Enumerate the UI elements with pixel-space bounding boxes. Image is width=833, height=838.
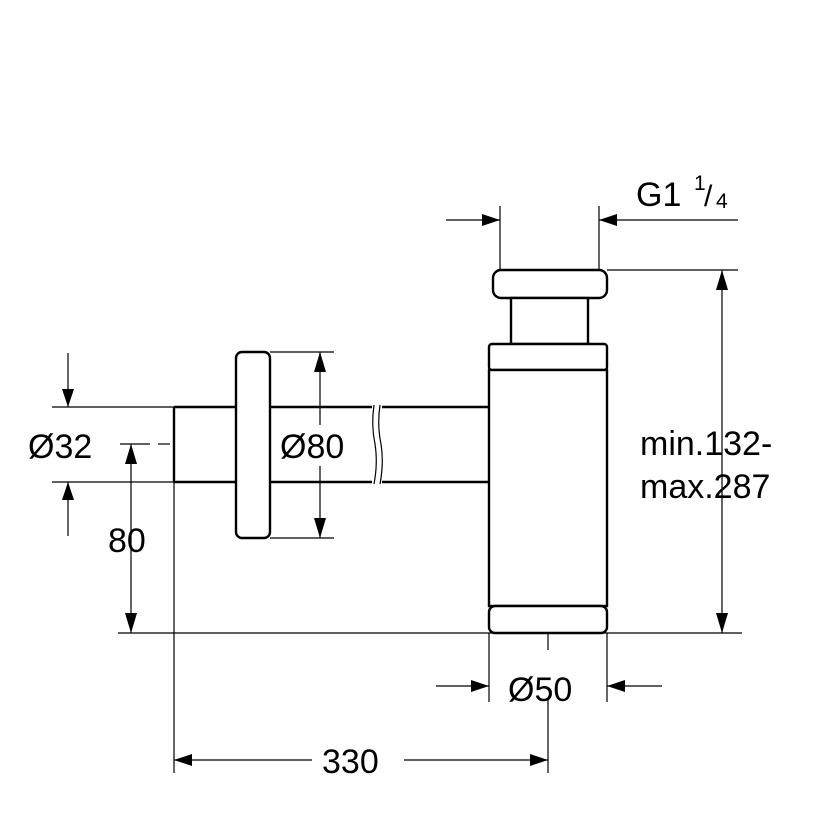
trap-diameter-dimension bbox=[436, 633, 662, 702]
wall-height-label: 80 bbox=[108, 522, 146, 560]
bottom-cap bbox=[487, 604, 609, 635]
thread-fraction-numerator: 1 bbox=[694, 172, 706, 195]
rosette-diameter-dimension bbox=[270, 351, 334, 539]
thread-label: G1 bbox=[636, 176, 681, 214]
wall-distance-dimension bbox=[173, 482, 549, 773]
wall-distance-label: 330 bbox=[322, 743, 379, 781]
rosette-diameter-label: Ø80 bbox=[280, 428, 344, 466]
pipe-diameter-label: Ø32 bbox=[28, 428, 92, 466]
thread-fraction-denominator: 4 bbox=[716, 190, 728, 213]
top-nut bbox=[491, 268, 609, 300]
height-max-label: max.287 bbox=[640, 468, 770, 506]
upper-collar bbox=[487, 342, 609, 372]
height-min-label: min.132- bbox=[640, 425, 772, 463]
thread-dimension bbox=[446, 206, 738, 270]
wall-rosette bbox=[234, 350, 272, 540]
tailpiece bbox=[509, 296, 590, 346]
height-dimension bbox=[607, 269, 738, 633]
thread-fraction-slash: / bbox=[704, 180, 713, 213]
wall-height-dimension bbox=[125, 444, 137, 633]
bottle-cylinder bbox=[487, 368, 609, 608]
trap-body bbox=[487, 268, 609, 635]
pipe-diameter-dimension bbox=[52, 353, 174, 536]
trap-diameter-label: Ø50 bbox=[508, 671, 572, 709]
